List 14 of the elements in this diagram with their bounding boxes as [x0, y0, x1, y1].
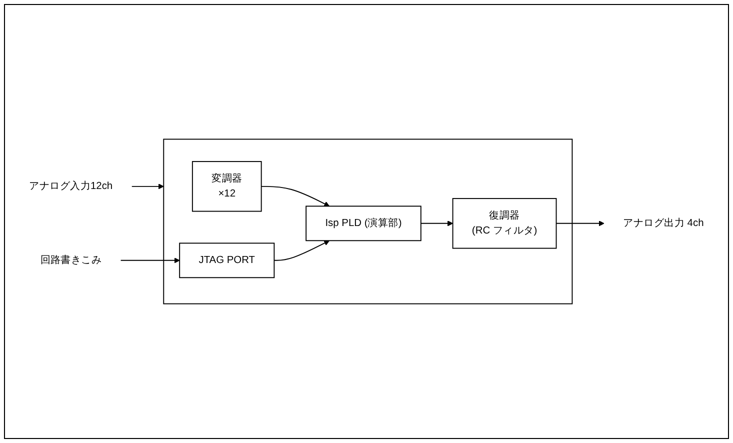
node-box: 変調器 ×12	[192, 161, 262, 212]
node-box: 復調器 (RC フィルタ)	[452, 198, 557, 249]
node-text: アナログ出力 4ch	[623, 218, 704, 229]
node-box: Isp PLD (演算部)	[306, 206, 422, 242]
arrow	[420, 220, 454, 226]
node-text: アナログ入力12ch	[29, 180, 113, 192]
cluster	[163, 138, 573, 304]
arrow	[260, 186, 330, 206]
arrow	[274, 240, 330, 261]
arrow	[120, 258, 180, 264]
node-text: 回路書きこみ	[40, 254, 102, 266]
arrow	[131, 184, 164, 190]
arrow	[556, 220, 604, 226]
node-box: JTAG PORT	[179, 242, 275, 278]
